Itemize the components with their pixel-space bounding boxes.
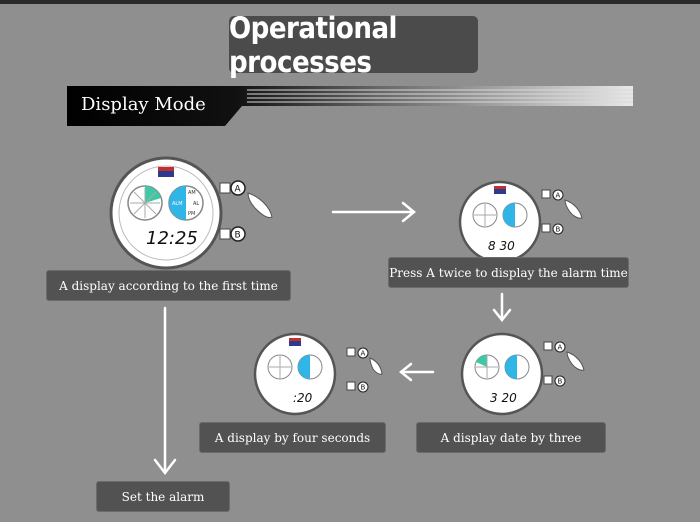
dial-label-al: AL [193,201,199,207]
step-3-box: A display date by three [416,422,606,453]
arrow-left-icon [398,362,435,382]
watch-display-time: 12:25 [146,228,198,249]
button-b-icon [230,226,246,242]
section-header-label: Display Mode [81,94,206,115]
watch-4: :20 A B [253,332,383,416]
svg-text:A: A [558,344,563,352]
svg-text:B: B [361,384,366,392]
step-4-box: A display by four seconds [199,422,386,453]
watch-1: AM ALM AL PM 12:25 A B [109,156,273,270]
watch-3: 3 20 A B [460,332,585,416]
finger-icon [564,199,583,219]
watch-2: 8 30 A B [458,180,583,264]
dial-label-alm: ALM [172,201,183,207]
arrow-down-icon [492,292,512,323]
button-a-icon [552,189,564,201]
button-a-icon [357,347,369,359]
svg-text:A: A [556,192,561,200]
watch-badge-icon [289,338,301,346]
button-b-icon [554,375,566,387]
watch-display-alarm: 8 30 [488,239,515,253]
watch-display-seconds: :20 [293,391,313,405]
finger-icon [247,192,273,218]
svg-text:B: B [235,231,241,241]
button-b-icon [552,223,564,235]
svg-text:B: B [556,226,561,234]
section-header: Display Mode [67,86,633,126]
finger-icon [369,357,383,375]
svg-text:A: A [235,185,242,195]
page-title: Operational processes [229,11,478,79]
step-2-box: Press A twice to display the alarm time [388,257,629,288]
watch-badge-icon [158,167,174,177]
top-border [0,0,700,4]
dial-label-am: AM [188,190,196,196]
arrow-right-icon [331,201,416,223]
dial-label-pm: PM [188,211,195,217]
watch-badge-icon [494,186,506,194]
button-a-icon [554,341,566,353]
step-5-box: Set the alarm [96,481,230,512]
button-a-icon [230,180,246,196]
svg-text:A: A [361,350,366,358]
finger-icon [566,351,585,371]
watch-display-date: 3 20 [490,391,517,405]
section-header-band [67,86,633,126]
step-1-box: A display according to the first time [46,270,291,301]
svg-text:B: B [558,378,563,386]
arrow-down-long-icon [153,306,177,476]
button-b-icon [357,381,369,393]
